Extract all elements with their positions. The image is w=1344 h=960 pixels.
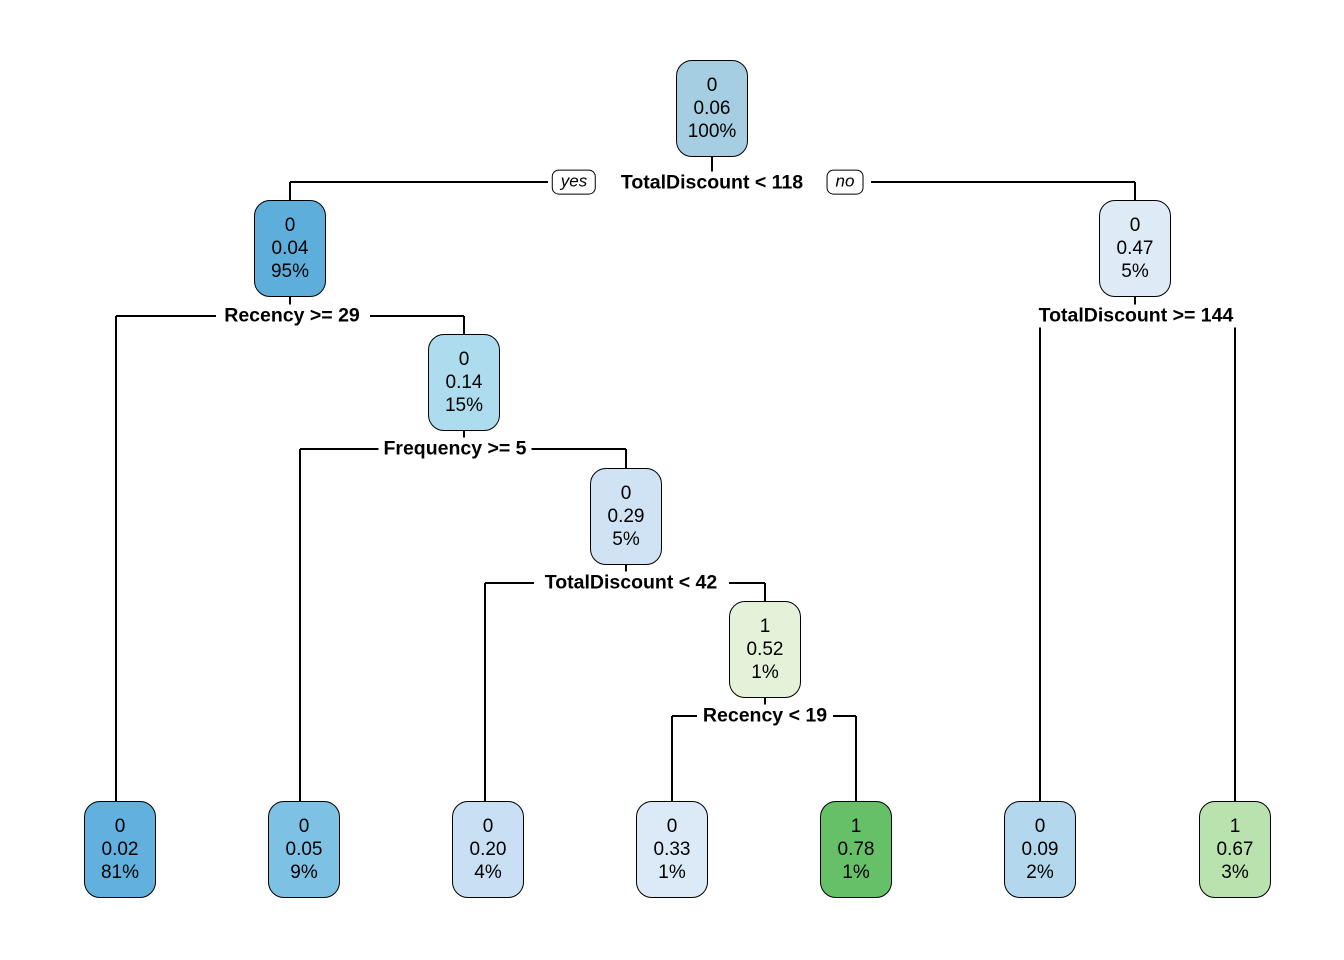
split-label-totaldiscount-42: TotalDiscount < 42 [539, 571, 723, 595]
branch-label-no: no [826, 169, 864, 195]
node-class: 0 [284, 214, 296, 236]
node-probability: 0.09 [1021, 838, 1059, 860]
node-percent: 2% [1026, 862, 1054, 884]
tree-node-root[interactable]: 0 0.06 100% [676, 60, 748, 157]
node-probability: 0.33 [653, 838, 691, 860]
split-label-recency-19: Recency < 19 [697, 704, 833, 728]
node-class: 1 [759, 615, 771, 637]
node-percent: 4% [474, 862, 502, 884]
node-percent: 5% [1121, 261, 1149, 283]
node-class: 0 [1129, 214, 1141, 236]
node-class: 1 [1229, 815, 1241, 837]
node-probability: 0.20 [469, 838, 507, 860]
node-probability: 0.14 [445, 371, 483, 393]
tree-node-n2[interactable]: 0 0.04 95% [254, 200, 326, 297]
node-probability: 0.29 [607, 505, 645, 527]
node-probability: 0.78 [837, 838, 875, 860]
node-class: 0 [1034, 815, 1046, 837]
node-percent: 15% [444, 395, 484, 417]
tree-node-n5[interactable]: 0 0.29 5% [590, 468, 662, 565]
node-percent: 95% [270, 261, 310, 283]
tree-leaf-n11[interactable]: 1 0.78 1% [820, 801, 892, 898]
node-class: 0 [706, 74, 718, 96]
node-percent: 9% [290, 862, 318, 884]
branch-label-yes: yes [551, 169, 597, 195]
node-class: 0 [482, 815, 494, 837]
node-percent: 1% [658, 862, 686, 884]
node-probability: 0.67 [1216, 838, 1254, 860]
node-probability: 0.52 [746, 638, 784, 660]
node-percent: 5% [612, 529, 640, 551]
node-class: 1 [850, 815, 862, 837]
node-probability: 0.02 [101, 838, 139, 860]
node-class: 0 [298, 815, 310, 837]
node-probability: 0.04 [271, 237, 309, 259]
tree-leaf-n12[interactable]: 0 0.09 2% [1004, 801, 1076, 898]
node-class: 0 [620, 482, 632, 504]
tree-node-n3[interactable]: 0 0.47 5% [1099, 200, 1171, 297]
split-label-recency-29: Recency >= 29 [219, 304, 365, 328]
tree-leaf-n7[interactable]: 0 0.02 81% [84, 801, 156, 898]
node-percent: 1% [751, 662, 779, 684]
split-label-frequency-5: Frequency >= 5 [378, 437, 532, 461]
node-class: 0 [458, 348, 470, 370]
tree-leaf-n9[interactable]: 0 0.20 4% [452, 801, 524, 898]
node-percent: 81% [100, 862, 140, 884]
tree-leaf-n10[interactable]: 0 0.33 1% [636, 801, 708, 898]
node-percent: 3% [1221, 862, 1249, 884]
node-percent: 1% [842, 862, 870, 884]
node-probability: 0.06 [693, 97, 731, 119]
node-probability: 0.47 [1116, 237, 1154, 259]
tree-leaf-n8[interactable]: 0 0.05 9% [268, 801, 340, 898]
tree-leaf-n13[interactable]: 1 0.67 3% [1199, 801, 1271, 898]
split-label-totaldiscount-118: TotalDiscount < 118 [615, 171, 809, 195]
tree-node-n6[interactable]: 1 0.52 1% [729, 601, 801, 698]
tree-node-n4[interactable]: 0 0.14 15% [428, 334, 500, 431]
node-class: 0 [666, 815, 678, 837]
node-class: 0 [114, 815, 126, 837]
node-percent: 100% [687, 121, 737, 143]
split-label-totaldiscount-144: TotalDiscount >= 144 [1033, 304, 1239, 328]
node-probability: 0.05 [285, 838, 323, 860]
